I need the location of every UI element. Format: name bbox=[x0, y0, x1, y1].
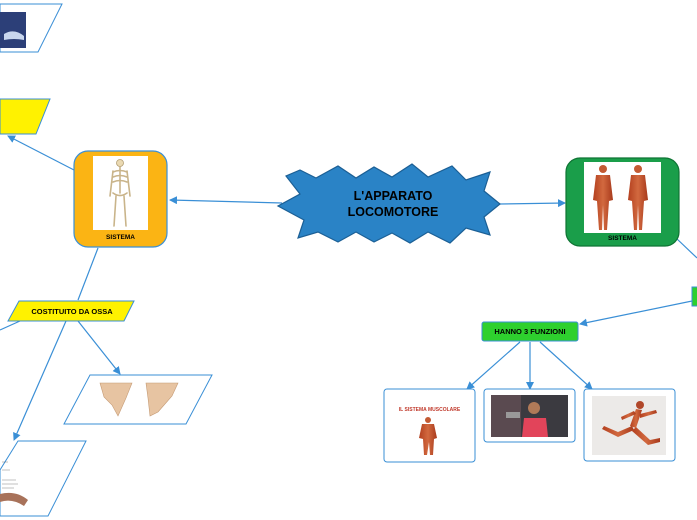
central-topic[interactable]: L'APPARATO LOCOMOTORE bbox=[318, 188, 468, 220]
bone-schema-drawing bbox=[0, 492, 28, 506]
top-left-image bbox=[0, 12, 26, 48]
athlete-head-icon bbox=[528, 402, 540, 414]
connector-funzioni-img1 bbox=[466, 341, 521, 390]
connector-central-right bbox=[499, 199, 566, 208]
athlete-shirt-icon bbox=[522, 418, 548, 437]
right-green-partial-node[interactable] bbox=[691, 286, 697, 307]
scapole-image-node[interactable] bbox=[63, 374, 213, 425]
subtopic-ossa-label: COSTITUITO DA OSSA bbox=[31, 307, 113, 316]
left-sistema-node[interactable] bbox=[73, 150, 168, 248]
bone-schema-image-node[interactable] bbox=[0, 440, 87, 517]
connector-ossa-schema bbox=[13, 320, 67, 441]
function-image-1-caption: IL SISTEMA MUSCOLARE bbox=[398, 407, 461, 413]
right-sistema-label: SISTEMA bbox=[608, 235, 637, 242]
bone-image-icon bbox=[4, 31, 24, 40]
right-sistema-node[interactable] bbox=[565, 157, 680, 247]
connectors bbox=[0, 135, 697, 441]
subtopic-ossa-shape[interactable] bbox=[7, 300, 135, 322]
central-topic-shape[interactable] bbox=[276, 163, 501, 244]
subtopic-funzioni-shape[interactable] bbox=[481, 321, 579, 342]
central-topic-line1: L'APPARATO bbox=[353, 189, 433, 203]
subtopic-funzioni-label: HANNO 3 FUNZIONI bbox=[494, 327, 566, 336]
skeleton-icon bbox=[109, 159, 131, 227]
connector-right-down bbox=[675, 237, 697, 259]
scapula-right-image bbox=[145, 382, 179, 417]
connector-right-funzioni bbox=[579, 299, 697, 327]
dumbbell-icon bbox=[506, 412, 520, 418]
top-left-image-node[interactable] bbox=[0, 3, 63, 53]
left-sistema-label: SISTEMA bbox=[106, 234, 135, 241]
bone-schema-image bbox=[2, 461, 18, 489]
central-topic-line2: LOCOMOTORE bbox=[347, 205, 439, 219]
scapula-left-image bbox=[99, 382, 133, 417]
running-muscle-figure-icon bbox=[602, 401, 660, 445]
function-image-3[interactable] bbox=[583, 388, 676, 462]
connector-funzioni-img3 bbox=[539, 341, 593, 390]
connector-ossa-left bbox=[0, 320, 21, 331]
connector-central-left bbox=[169, 196, 283, 205]
connector-left-top bbox=[7, 135, 75, 171]
runner-photo bbox=[592, 396, 666, 455]
anatomy-figure-icon bbox=[419, 417, 437, 455]
function-image-2[interactable] bbox=[483, 388, 576, 443]
connector-ossa-scapole bbox=[77, 320, 121, 375]
left-yellow-node[interactable] bbox=[0, 98, 51, 135]
connector-left-ossa bbox=[77, 247, 99, 301]
function-image-1[interactable] bbox=[383, 388, 476, 463]
muscle-figures-icon bbox=[593, 165, 648, 230]
